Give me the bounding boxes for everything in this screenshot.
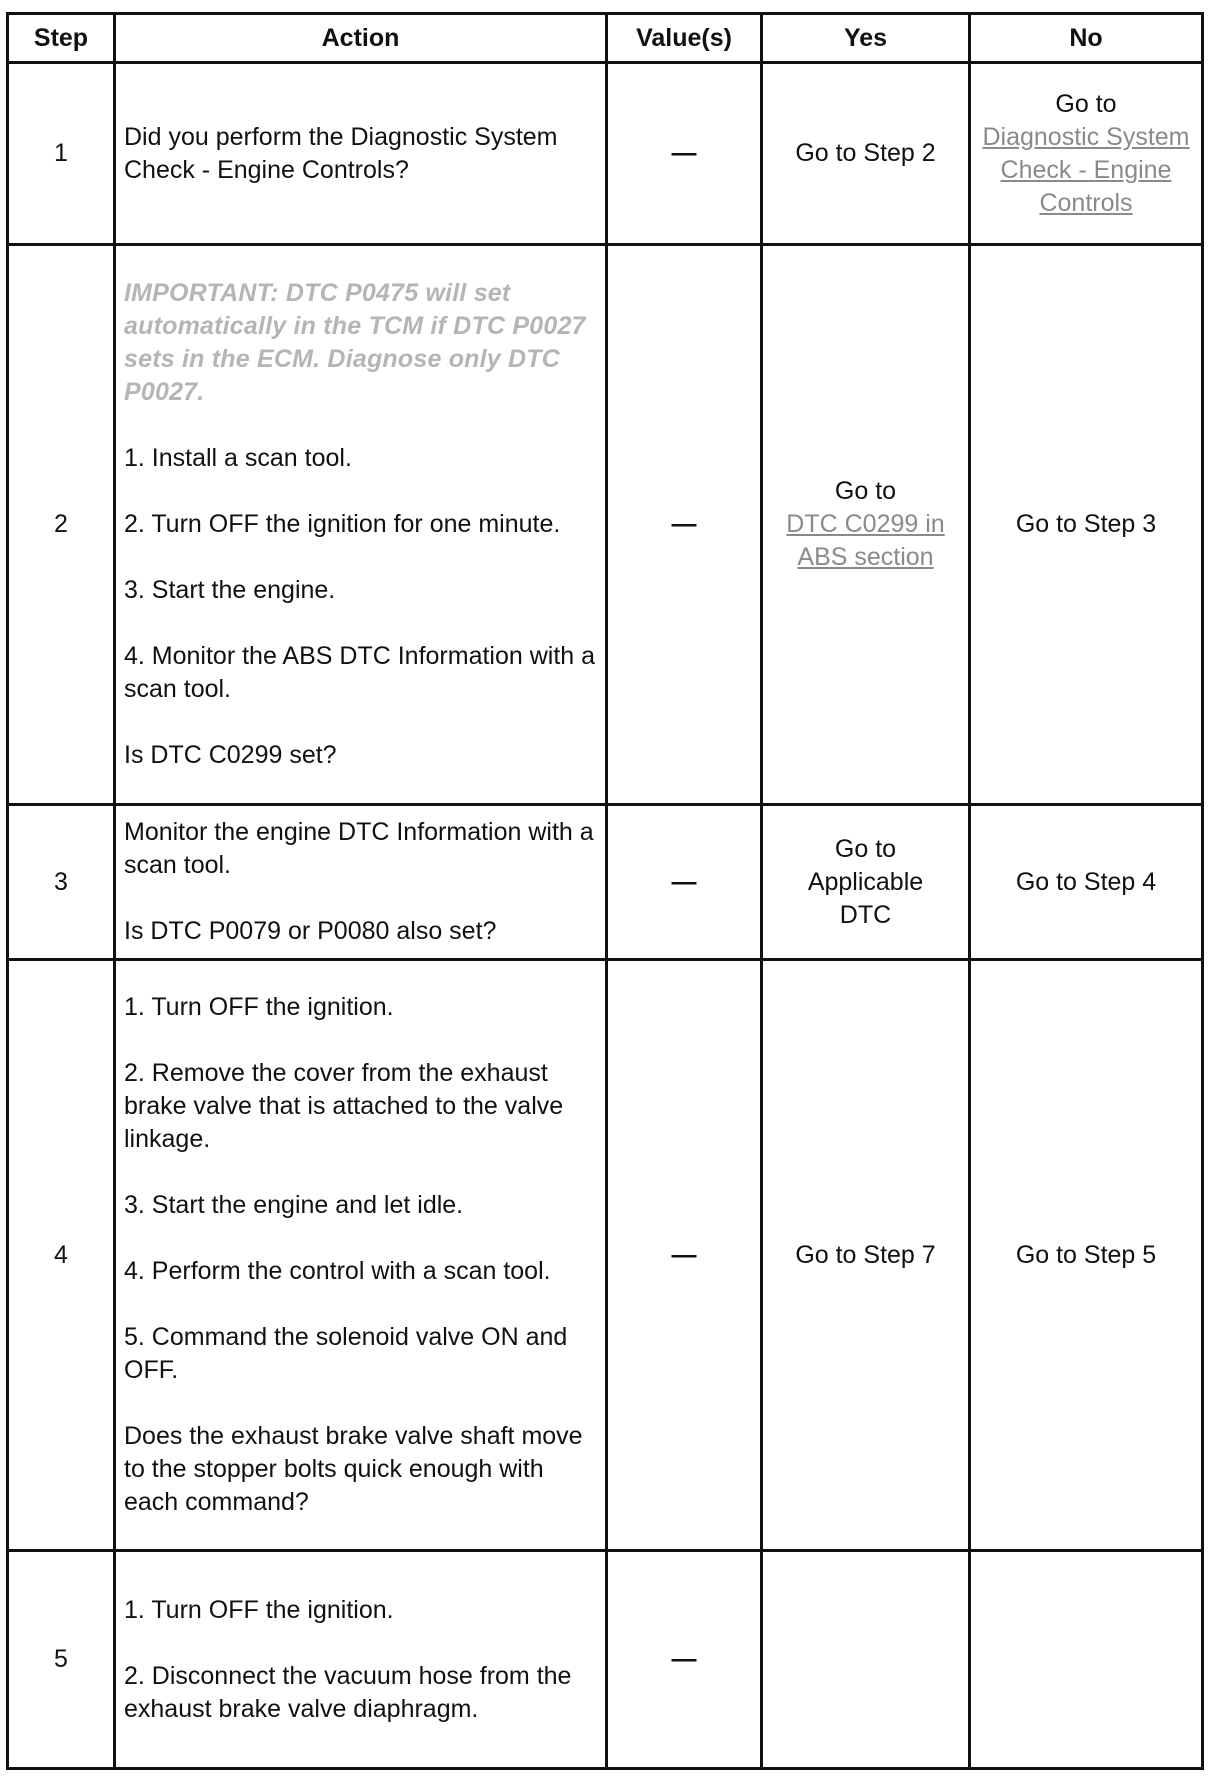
action-text: 5. Command the solenoid valve ON and OFF… <box>124 1323 568 1384</box>
value-cell: — <box>605 958 763 1552</box>
action-text: 1. Turn OFF the ignition. <box>124 1595 394 1624</box>
yes-cell: Go to DTC C0299 in ABS section <box>760 243 971 806</box>
yes-cell: Go to Step 7 <box>760 958 971 1552</box>
action-question: Is DTC P0079 or P0080 also set? <box>124 917 497 945</box>
diagnostic-table-sheet: Step Action Value(s) Yes No 1 Did you pe… <box>6 12 1204 1780</box>
no-cell: Go to Step 4 <box>968 803 1204 961</box>
action-cell: 1. Turn OFF the ignition. 2. Remove the … <box>113 958 608 1552</box>
header-values: Value(s) <box>605 12 763 64</box>
action-text: 1. Turn OFF the ignition. <box>124 993 394 1021</box>
table-row: 2 IMPORTANT: DTC P0475 will set automati… <box>6 243 1204 806</box>
action-question: Is DTC C0299 set? <box>124 741 337 769</box>
action-cell: Did you perform the Diagnostic System Ch… <box>113 61 608 246</box>
value-cell: — <box>605 243 763 806</box>
header-action: Action <box>113 12 608 64</box>
action-cell: 1. Turn OFF the ignition. 2. Disconnect … <box>113 1549 608 1770</box>
action-text: 3. Start the engine and let idle. <box>124 1191 464 1219</box>
yes-cell <box>760 1549 971 1770</box>
action-text: Monitor the engine DTC Information with … <box>124 818 594 879</box>
action-text: 3. Start the engine. <box>124 576 336 604</box>
yes-cell: Go to Applicable DTC <box>760 803 971 961</box>
no-cell <box>968 1549 1204 1770</box>
no-cell: Go to Step 5 <box>968 958 1204 1552</box>
action-cell: Monitor the engine DTC Information with … <box>113 803 608 961</box>
action-cell: IMPORTANT: DTC P0475 will set automatica… <box>113 243 608 806</box>
action-text: 2. Disconnect the vacuum hose from the e… <box>124 1661 572 1723</box>
yes-cell: Go to Step 2 <box>760 61 971 246</box>
no-cell: Go to Step 3 <box>968 243 1204 806</box>
header-no: No <box>968 12 1204 64</box>
action-text: Did you perform the Diagnostic System Ch… <box>124 122 558 184</box>
value-cell: — <box>605 1549 763 1770</box>
action-text: 2. Remove the cover from the exhaust bra… <box>124 1059 564 1153</box>
table-row: 5 1. Turn OFF the ignition. 2. Disconnec… <box>6 1549 1204 1770</box>
header-step: Step <box>6 12 116 64</box>
goto-prefix: Go to <box>1055 89 1117 118</box>
step-number: 1 <box>6 61 116 246</box>
value-cell: — <box>605 61 763 246</box>
action-text: 4. Perform the control with a scan tool. <box>124 1257 551 1285</box>
table-row: 3 Monitor the engine DTC Information wit… <box>6 803 1204 961</box>
link-dtc-c0299[interactable]: DTC C0299 in ABS section <box>786 510 945 571</box>
step-number: 5 <box>6 1549 116 1770</box>
action-text: 4. Monitor the ABS DTC Information with … <box>124 642 596 703</box>
step-number: 2 <box>6 243 116 806</box>
action-text: 1. Install a scan tool. <box>124 444 352 472</box>
action-text: 2. Turn OFF the ignition for one minute. <box>124 510 561 538</box>
step-number: 4 <box>6 958 116 1552</box>
important-note: IMPORTANT: DTC P0475 will set automatica… <box>124 279 586 406</box>
header-yes: Yes <box>760 12 971 64</box>
value-cell: — <box>605 803 763 961</box>
table-row: 1 Did you perform the Diagnostic System … <box>6 61 1204 246</box>
goto-prefix: Go to <box>834 477 897 505</box>
table-row: 4 1. Turn OFF the ignition. 2. Remove th… <box>6 958 1204 1552</box>
no-cell: Go to Diagnostic System Check - Engine C… <box>968 61 1204 246</box>
diagnostic-table: Step Action Value(s) Yes No 1 Did you pe… <box>6 12 1204 1770</box>
link-diagnostic-system-check[interactable]: Diagnostic System Check - Engine Control… <box>982 122 1190 217</box>
step-number: 3 <box>6 803 116 961</box>
action-question: Does the exhaust brake valve shaft move … <box>124 1422 583 1516</box>
header-row: Step Action Value(s) Yes No <box>6 12 1204 64</box>
